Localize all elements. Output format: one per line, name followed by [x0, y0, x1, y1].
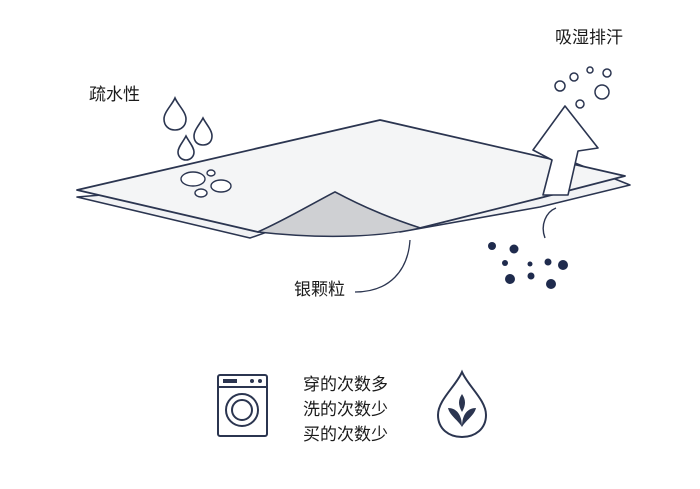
water-drops [163, 95, 213, 161]
bubble [594, 84, 610, 100]
particle [527, 272, 535, 280]
bubble [586, 66, 594, 74]
bead [194, 188, 208, 198]
bubble [554, 80, 566, 92]
particle [509, 244, 519, 254]
wick-curl [542, 207, 557, 239]
benefit-wear-more: 穿的次数多 [303, 375, 388, 395]
drop-icon [193, 116, 213, 146]
drop-icon [163, 95, 187, 131]
particle [558, 260, 568, 270]
hydrophobic-label: 疏水性 [89, 85, 140, 105]
bead [206, 169, 216, 177]
bead [180, 171, 206, 187]
particle [544, 258, 552, 266]
fabric-underside [257, 191, 421, 238]
particle [502, 260, 508, 266]
benefit-wash-less: 洗的次数少 [303, 400, 388, 420]
drop-icon [177, 134, 195, 161]
bead [210, 179, 232, 193]
benefit-buy-less: 买的次数少 [303, 425, 388, 445]
vapor-bubbles [554, 66, 612, 109]
washing-machine-icon [217, 374, 268, 437]
surface-beads [180, 169, 232, 198]
bubble [569, 72, 579, 82]
bubble [602, 68, 612, 78]
silver-leader-line [354, 239, 411, 293]
moisture-wicking-label: 吸湿排汗 [555, 28, 623, 48]
particle [546, 279, 556, 289]
particle [505, 274, 515, 284]
bubble [575, 99, 585, 109]
particle [527, 261, 533, 267]
silver-particles-label: 银颗粒 [294, 280, 345, 300]
benefit-list: 穿的次数多 洗的次数少 买的次数少 [303, 373, 388, 448]
water-drop-leaf-icon [436, 369, 488, 439]
up-arrow-icon [532, 105, 599, 196]
silver-particles [488, 242, 568, 289]
particle [488, 242, 496, 250]
